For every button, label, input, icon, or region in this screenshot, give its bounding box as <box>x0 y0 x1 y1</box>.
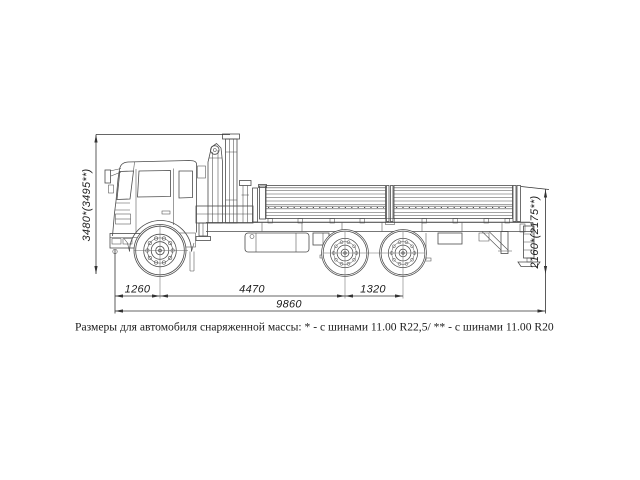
exhaust-stack <box>239 180 252 223</box>
truck-bed <box>252 184 530 225</box>
crane-column <box>222 133 240 224</box>
dimension-overall-length: 9860 <box>115 299 546 313</box>
dimension-front-overhang: 1260 <box>115 284 160 298</box>
headlight <box>111 238 122 245</box>
truck-crane <box>195 133 254 241</box>
dimension-platform-height: 2160*(2175**) <box>520 186 550 314</box>
dim-label-overall-height: 3480*(3495**) <box>81 168 93 241</box>
front-wheel-arch <box>129 220 192 252</box>
cab-windshield <box>116 170 134 200</box>
dim-label-overall-length: 9860 <box>276 299 302 311</box>
crane-boom <box>207 142 223 224</box>
dimension-wheelbase: 4470 <box>160 284 345 298</box>
truck-chassis <box>206 222 541 267</box>
cab-door-window <box>137 170 171 198</box>
dim-label-platform-height: 2160*(2175**) <box>529 195 541 269</box>
crane-rear-cab-box <box>197 165 206 179</box>
door-handle <box>161 210 171 215</box>
dimension-overall-height: 3480*(3495**) <box>81 134 230 274</box>
crane-outrigger-leg <box>195 222 211 241</box>
rear-stabilizer-jack <box>517 223 541 267</box>
air-tank <box>437 232 463 245</box>
boom-pulley <box>210 145 220 155</box>
dim-label-rear-bogie: 1320 <box>360 284 386 296</box>
cab-quarter-window <box>178 170 193 199</box>
bed-middle-stanchion <box>385 185 395 225</box>
cab-mirror <box>104 168 122 194</box>
bed-left-panel <box>265 185 386 219</box>
crane-base <box>195 205 254 224</box>
bed-hinges <box>267 218 510 224</box>
centerlines <box>134 224 425 299</box>
dimension-rear-bogie: 1320 <box>345 284 403 298</box>
bed-right-panel <box>393 185 513 219</box>
front-mudflap <box>189 251 195 272</box>
dim-label-wheelbase: 4470 <box>239 284 265 296</box>
bed-left-post <box>259 185 266 220</box>
rear-underrun-guard <box>478 231 512 254</box>
drawing-caption: Размеры для автомобиля снаряженной массы… <box>75 321 554 334</box>
bed-right-posts <box>512 185 521 222</box>
dim-label-front-overhang: 1260 <box>125 284 151 296</box>
fuel-tank <box>244 232 310 253</box>
